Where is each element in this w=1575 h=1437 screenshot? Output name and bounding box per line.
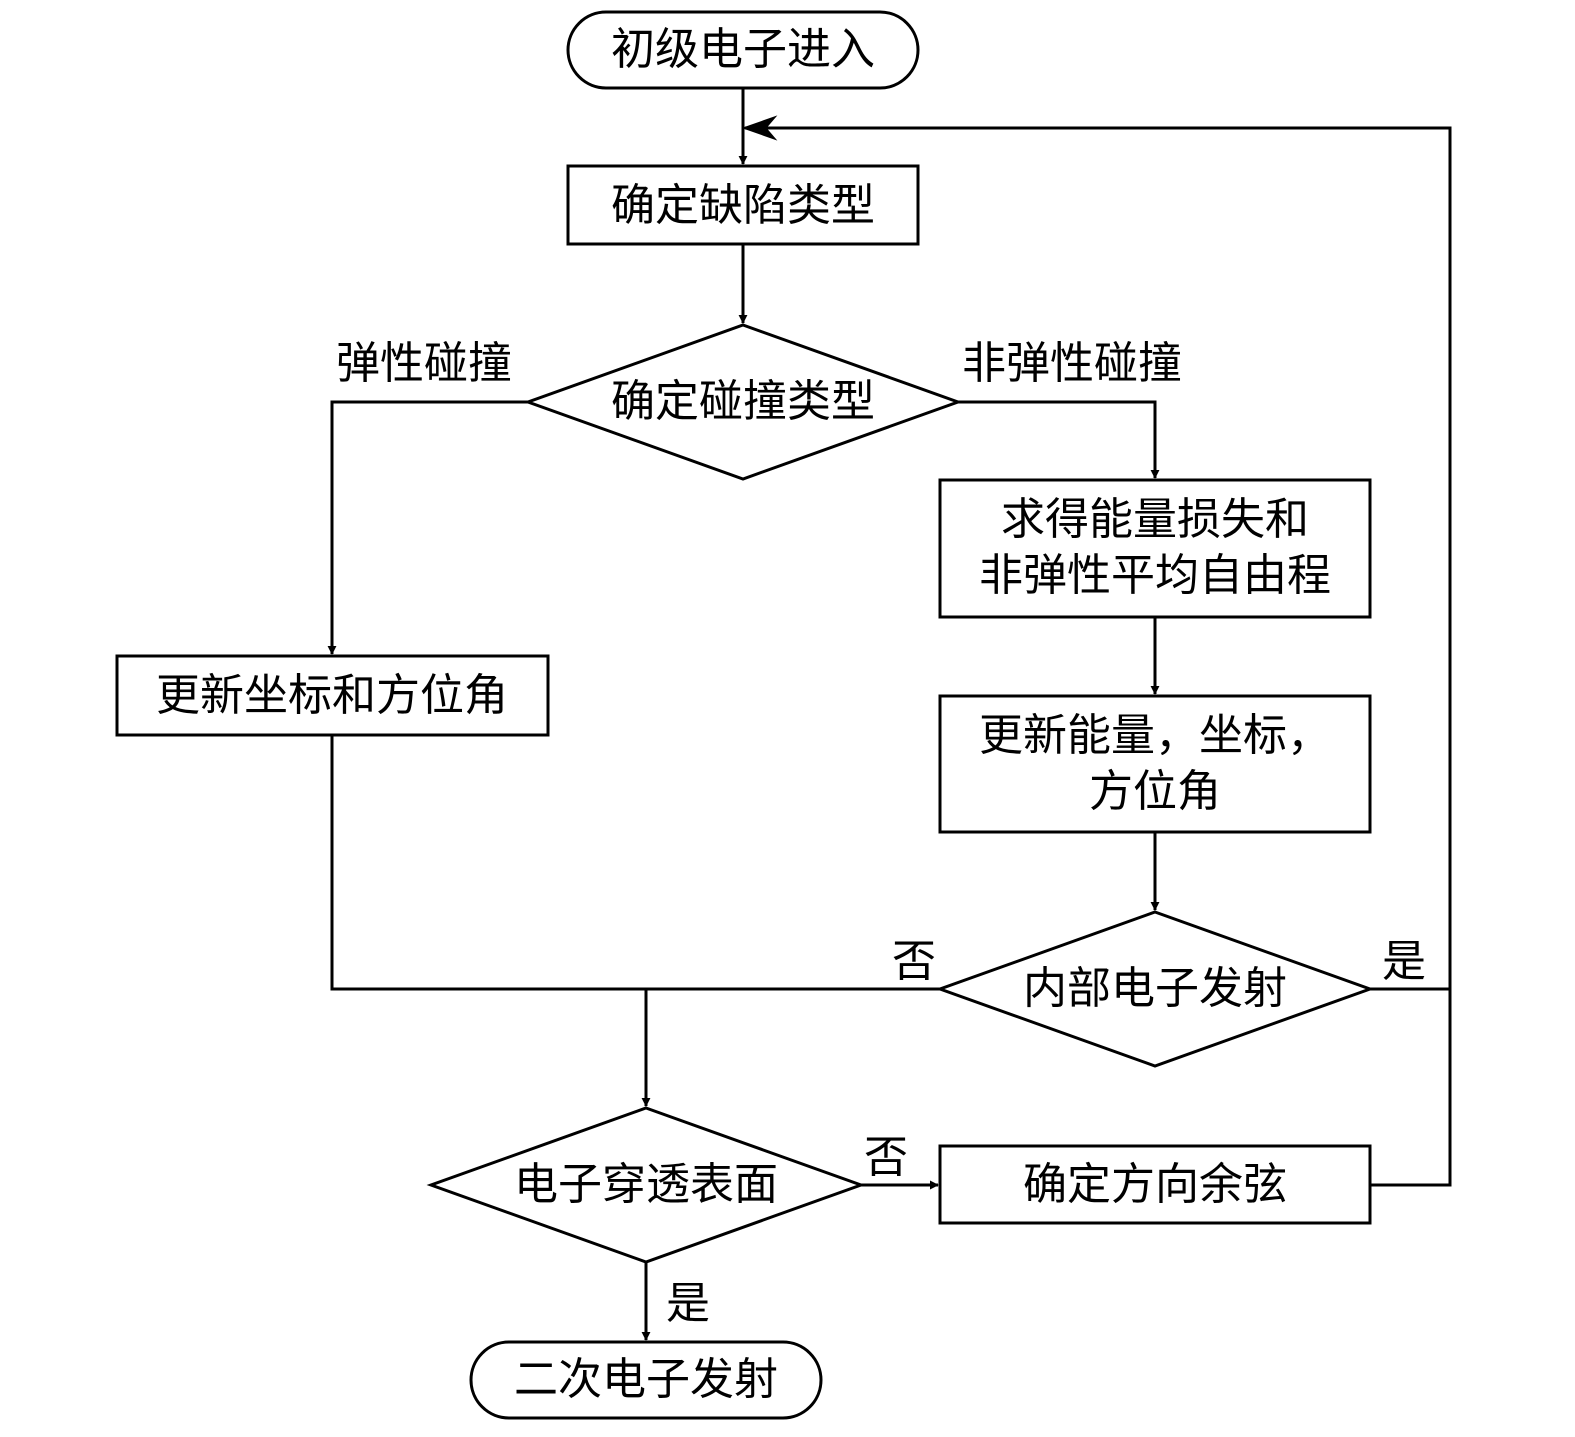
internal-emission-label: 内部电子发射 bbox=[1023, 963, 1287, 1014]
secondary-emission-terminal: 二次电子发射 bbox=[469, 1340, 823, 1420]
penetrate-no-label: 否 bbox=[864, 1132, 908, 1183]
inelastic-collision-label: 非弹性碰撞 bbox=[962, 338, 1182, 389]
collision-type-decision: 确定碰撞类型 bbox=[523, 323, 963, 481]
direction-cosine-process: 确定方向余弦 bbox=[938, 1144, 1372, 1225]
energy-loss-line-2: 非弹性平均自由程 bbox=[979, 550, 1331, 601]
penetrate-yes-label: 是 bbox=[666, 1278, 710, 1329]
energy-loss-process: 求得能量损失和 非弹性平均自由程 bbox=[938, 478, 1372, 619]
update-elastic-process: 更新坐标和方位角 bbox=[115, 654, 550, 737]
edges bbox=[327, 88, 1452, 1341]
penetrate-surface-decision: 电子穿透表面 bbox=[426, 1106, 866, 1264]
energy-loss-line-1: 求得能量损失和 bbox=[1001, 494, 1309, 545]
edge-inelastic-to-energy-loss bbox=[958, 400, 1160, 479]
update-inelastic-line-2: 方位角 bbox=[1089, 766, 1221, 817]
elastic-collision-label: 弹性碰撞 bbox=[336, 338, 512, 389]
edge-elastic-update-merge bbox=[330, 735, 940, 991]
start-terminal: 初级电子进入 bbox=[566, 10, 920, 90]
defect-type-label: 确定缺陷类型 bbox=[611, 180, 875, 231]
collision-type-label: 确定碰撞类型 bbox=[611, 376, 875, 427]
secondary-emission-label: 二次电子发射 bbox=[514, 1354, 778, 1405]
internal-yes-label: 是 bbox=[1382, 936, 1426, 987]
update-elastic-label: 更新坐标和方位角 bbox=[156, 670, 508, 721]
direction-cosine-label: 确定方向余弦 bbox=[1023, 1159, 1287, 1210]
internal-emission-decision: 内部电子发射 bbox=[935, 910, 1375, 1068]
edge-direction-loop-back bbox=[741, 115, 1452, 1187]
internal-no-label: 否 bbox=[892, 936, 936, 987]
edge-elastic-to-update bbox=[327, 400, 528, 655]
start-label: 初级电子进入 bbox=[611, 24, 875, 75]
defect-type-process: 确定缺陷类型 bbox=[566, 164, 920, 246]
update-inelastic-process: 更新能量，坐标， 方位角 bbox=[938, 694, 1372, 834]
penetrate-surface-label: 电子穿透表面 bbox=[514, 1159, 778, 1210]
update-inelastic-line-1: 更新能量，坐标， bbox=[979, 710, 1331, 761]
